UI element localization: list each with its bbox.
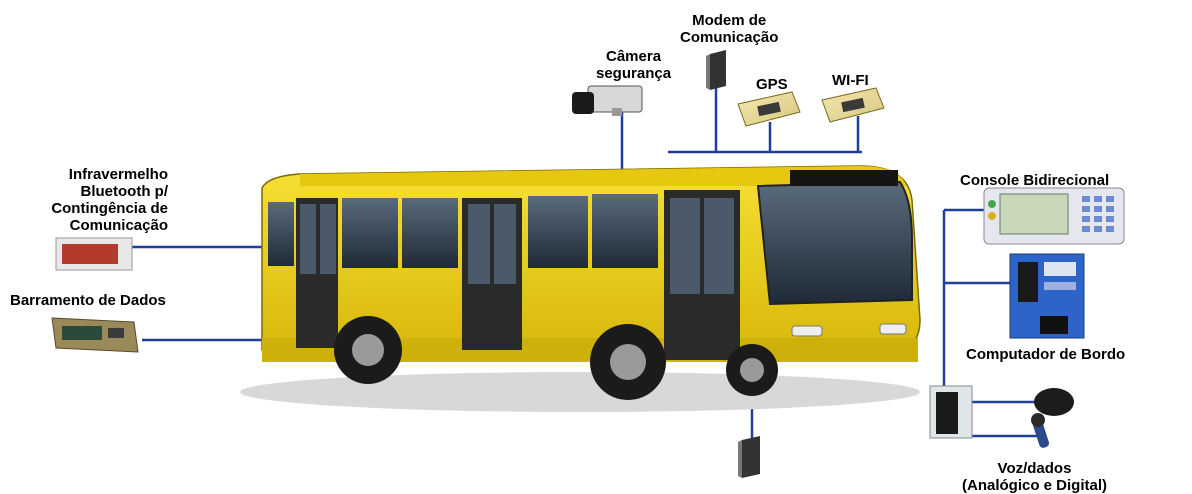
console-label: Console Bidirecional [960,172,1110,189]
bidirectional-console-icon [983,187,1125,245]
wifi-label: WI-FI [832,72,869,89]
data-bus-board-icon [51,317,139,353]
infrared-label: Infravermelho Bluetooth p/ Contingência … [16,166,168,234]
infrared-label-line4: Comunicação [69,217,168,234]
infrared-label-line3: Contingência de [51,200,168,217]
modem-label-line1: Modem de [692,12,767,29]
gps-card-icon [737,91,801,127]
computer-label: Computador de Bordo [966,346,1126,363]
modem-icon [706,50,726,90]
wifi-card-icon [821,87,885,123]
modem-bottom-icon [738,436,760,478]
infrared-label-line1: Infravermelho [68,166,168,183]
security-camera-icon [572,85,643,116]
infrared-device-icon [55,237,133,271]
voice-label-line1: Voz/dados [997,460,1072,477]
modem-label: Modem de Comunicação [680,12,778,46]
modem-label-line2: Comunicação [680,29,779,46]
databus-label: Barramento de Dados [10,292,166,309]
bus-illustration [240,165,921,412]
voice-data-unit-icon [929,385,973,439]
camera-label-line1: Câmera [606,48,662,65]
onboard-computer-icon [1009,253,1085,339]
connector-lines [130,88,1040,438]
microphone-icon [1031,413,1050,448]
camera-label: Câmera segurança [596,48,671,82]
voice-label: Voz/dados (Analógico e Digital) [962,460,1107,494]
gps-label: GPS [756,76,788,93]
infrared-label-line2: Bluetooth p/ [80,183,168,200]
speaker-icon [1034,388,1074,416]
voice-label-line2: (Analógico e Digital) [962,477,1108,494]
camera-label-line2: segurança [596,65,672,82]
